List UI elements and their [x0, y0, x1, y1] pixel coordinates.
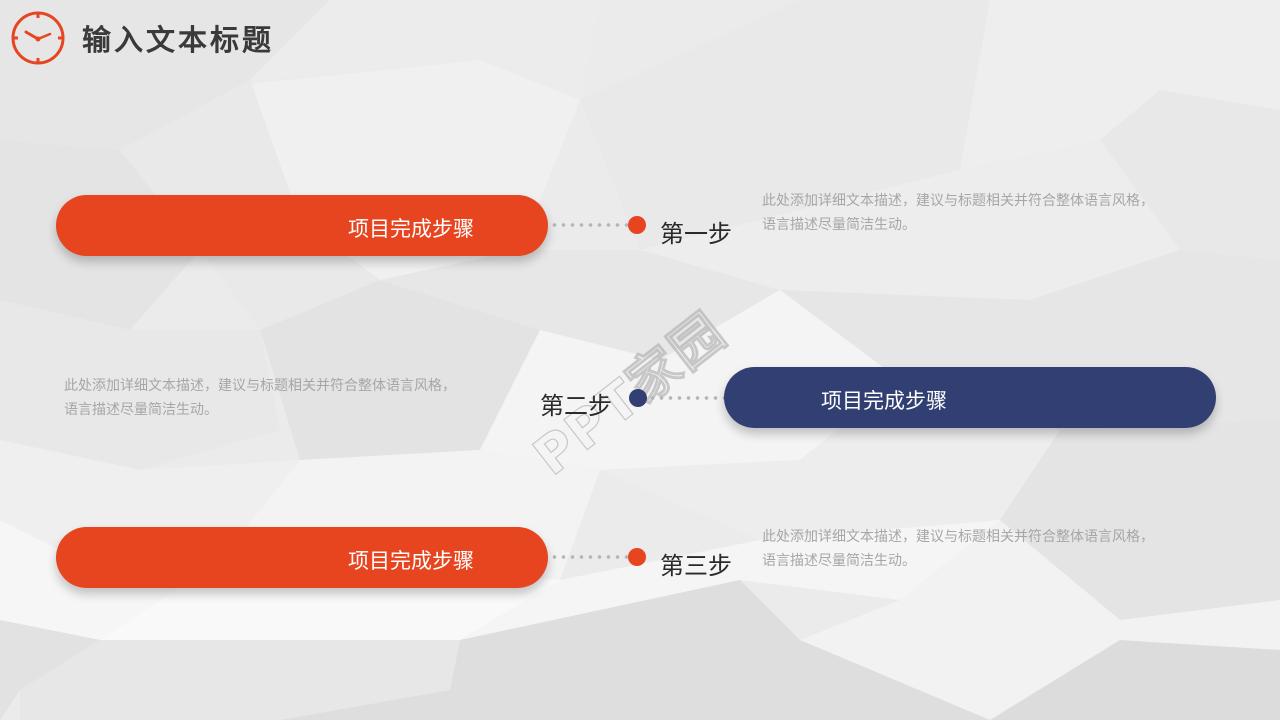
step-1-node [628, 216, 646, 234]
step-2-node [629, 389, 647, 407]
step-2-label: 第二步 [540, 392, 612, 420]
step-3-connector [550, 555, 630, 559]
step-3-pill[interactable]: 项目完成步骤 [56, 527, 548, 588]
step-1-pill[interactable]: 项目完成步骤 [56, 195, 548, 256]
clock-icon [11, 11, 65, 65]
step-3-node [628, 548, 646, 566]
slide-header: 输入文本标题 [10, 10, 274, 66]
step-2-pill-label: 项目完成步骤 [821, 389, 947, 413]
step-2-description: 此处添加详细文本描述，建议与标题相关并符合整体语言风格， 语言描述尽量简洁生动。 [64, 378, 456, 418]
step-3-label: 第三步 [660, 552, 732, 580]
step-2-pill[interactable]: 项目完成步骤 [724, 367, 1216, 428]
step-3-description: 此处添加详细文本描述，建议与标题相关并符合整体语言风格， 语言描述尽量简洁生动。 [762, 529, 1154, 569]
step-1-description: 此处添加详细文本描述，建议与标题相关并符合整体语言风格， 语言描述尽量简洁生动。 [762, 193, 1154, 233]
page-title: 输入文本标题 [82, 23, 275, 57]
step-1-connector [550, 223, 630, 227]
step-2-connector [648, 396, 728, 400]
step-3-pill-label: 项目完成步骤 [348, 549, 474, 573]
step-1-label: 第一步 [660, 220, 732, 248]
step-1-pill-label: 项目完成步骤 [348, 217, 474, 241]
